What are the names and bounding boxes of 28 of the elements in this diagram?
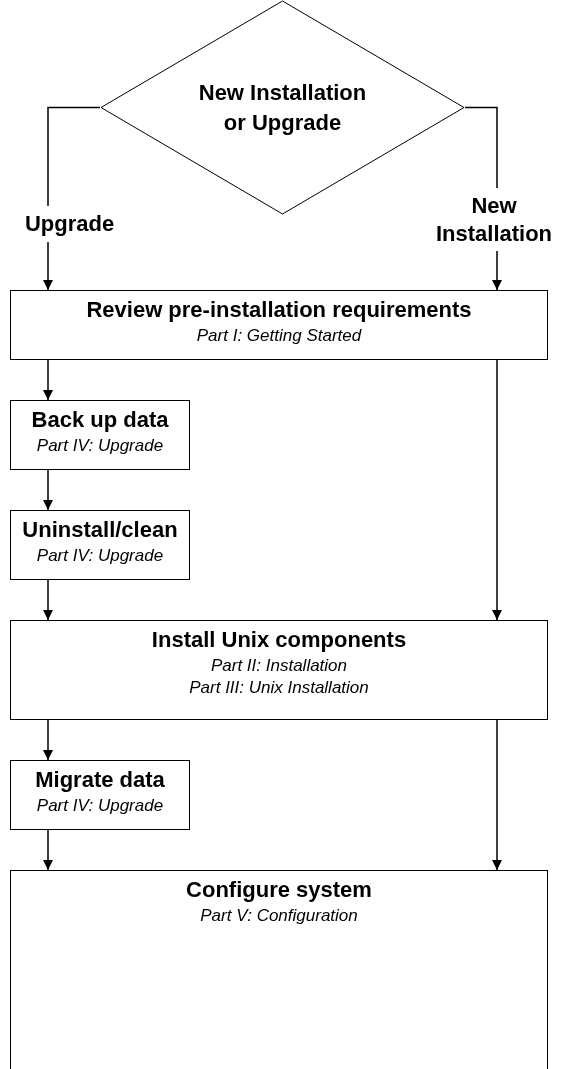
step-reference: Part I: Getting Started (196, 325, 362, 347)
process-box (10, 510, 190, 580)
arrow (43, 829, 53, 871)
step-title: Back up data (31, 406, 169, 434)
process-box (10, 760, 190, 830)
step-reference: Part III: Unix Installation (189, 677, 369, 699)
decision-diamond (100, 0, 465, 215)
arrow (43, 719, 53, 761)
step-title: Configure system (186, 876, 372, 904)
arrow (43, 359, 53, 401)
process-box (10, 400, 190, 470)
step-reference: Part II: Installation (210, 655, 348, 677)
step-reference: Part IV: Upgrade (36, 545, 164, 567)
step-reference: Part IV: Upgrade (36, 435, 164, 457)
step-title: Install Unix components (151, 626, 407, 654)
process-box (10, 290, 548, 360)
step-title: Migrate data (35, 766, 165, 794)
arrow (492, 719, 502, 871)
step-title: New Installation or Upgrade (197, 78, 368, 137)
arrow (492, 359, 502, 621)
arrow (43, 579, 53, 621)
process-box (10, 870, 548, 1069)
step-title: Uninstall/clean (22, 516, 178, 544)
step-title: Review pre-installation requirements (86, 296, 472, 324)
process-box (10, 620, 548, 720)
arrow (43, 469, 53, 511)
step-reference: Part IV: Upgrade (36, 795, 164, 817)
step-reference: Part V: Configuration (200, 905, 358, 927)
